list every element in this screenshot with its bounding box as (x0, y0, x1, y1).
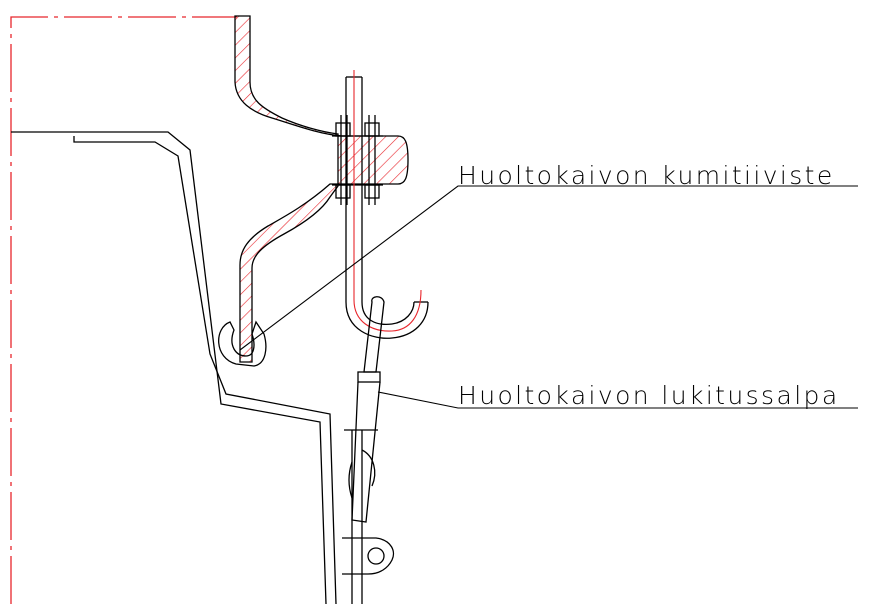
rubber-seal (218, 320, 267, 367)
leader-seal (239, 185, 858, 351)
latch-lever (351, 296, 385, 523)
manhole-lid-profile (11, 131, 337, 604)
label-rubber-seal: Huoltokaivon kumitiiviste (458, 161, 835, 190)
latch-bracket (342, 429, 395, 604)
casting-section (234, 15, 409, 363)
leader-latch (377, 391, 858, 409)
label-locking-latch: Huoltokaivon lukitussalpa (458, 381, 840, 410)
leader-lines (239, 185, 858, 409)
hook-rod (345, 76, 429, 339)
bolt-assembly (332, 115, 383, 205)
centerline-boundary (10, 16, 237, 604)
hook-centerline (353, 70, 422, 332)
